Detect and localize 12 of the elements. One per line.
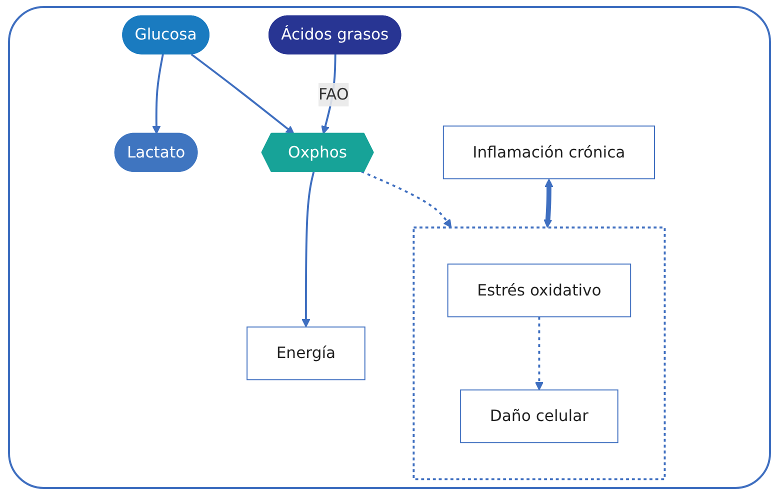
arrow xyxy=(543,178,553,228)
node-box: Estrés oxidativo xyxy=(447,264,631,318)
arrow xyxy=(301,172,314,328)
arrow xyxy=(152,54,164,134)
node-box: Energía xyxy=(246,326,366,380)
node-box: Daño celular xyxy=(460,389,618,444)
arrow xyxy=(534,316,544,390)
arrow xyxy=(360,170,452,228)
node-box: Inflamación crónica xyxy=(442,126,655,180)
cluster xyxy=(412,226,666,480)
arrow xyxy=(190,54,294,134)
edge-label: FAO xyxy=(318,84,348,104)
